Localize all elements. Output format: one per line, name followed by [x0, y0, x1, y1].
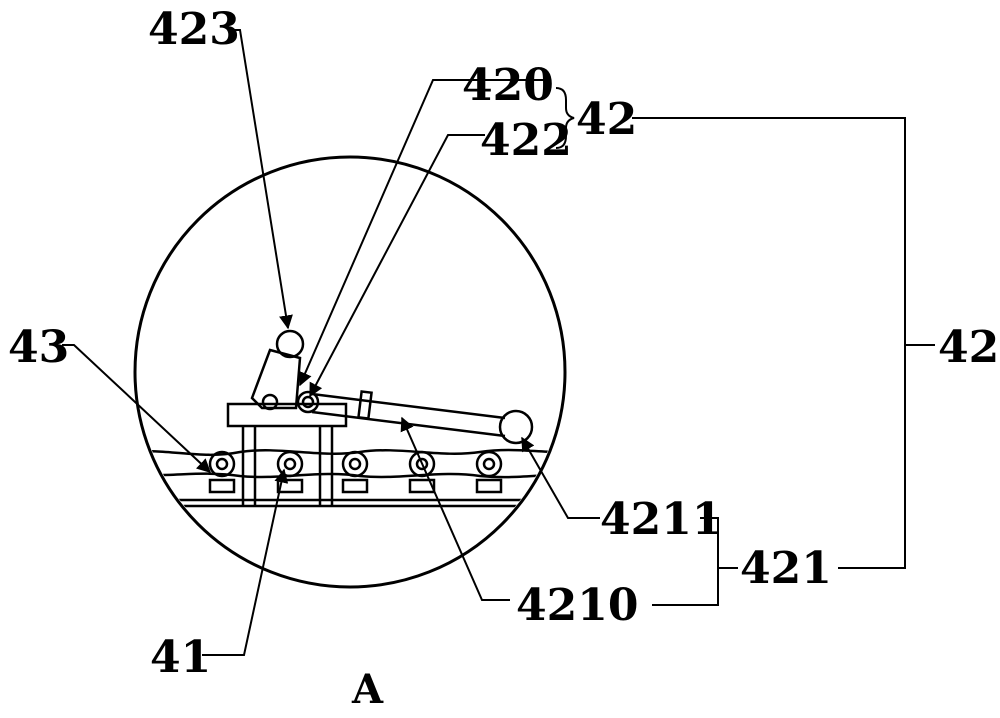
leader-423	[230, 29, 293, 330]
detail-circle	[133, 155, 567, 589]
rollers	[208, 450, 503, 478]
end-wheel	[498, 409, 534, 445]
joint-pin-inner	[301, 395, 315, 409]
leader-43	[62, 344, 212, 473]
roller-brackets	[208, 478, 503, 494]
leader-41	[202, 468, 289, 656]
lower-pivot	[261, 393, 279, 411]
label-42-right: 42	[938, 322, 999, 373]
roller	[276, 450, 304, 478]
leader-42-bracket	[632, 117, 906, 569]
label-422: 422	[480, 115, 572, 166]
label-421: 421	[740, 543, 832, 594]
label-43: 43	[8, 322, 69, 373]
leader-4210	[400, 416, 510, 601]
leader-420	[298, 79, 545, 387]
label-420: 420	[462, 60, 554, 111]
label-42-top: 42	[576, 94, 637, 145]
roller	[408, 450, 436, 478]
leader-lines	[62, 29, 935, 656]
bracket-421	[652, 517, 719, 606]
roller	[341, 450, 369, 478]
brace-42	[555, 87, 575, 149]
rod-collar	[357, 390, 373, 420]
label-4210: 4210	[516, 580, 638, 631]
label-4211: 4211	[600, 494, 722, 545]
figure-caption: A	[351, 666, 384, 713]
joint-pin-outer	[296, 390, 320, 414]
label-423: 423	[148, 4, 240, 55]
top-pivot-wheel	[275, 329, 305, 359]
leader-422	[309, 134, 485, 398]
leader-4211	[521, 436, 600, 519]
label-41: 41	[150, 632, 211, 683]
roller	[475, 450, 503, 478]
mechanism	[137, 329, 563, 508]
